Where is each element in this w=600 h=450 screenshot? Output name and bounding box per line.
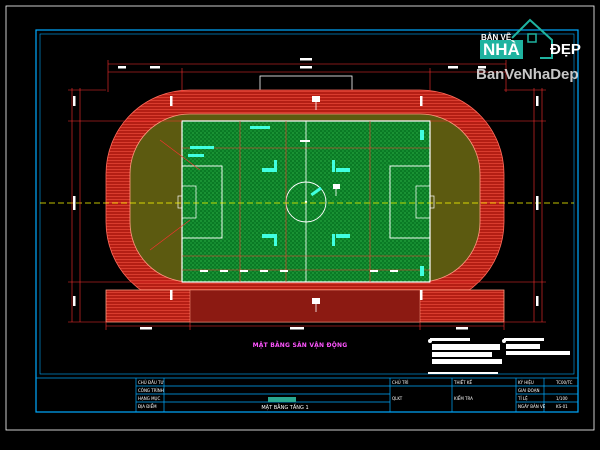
tb-label-phase: GIAI ĐOẠN <box>518 388 540 393</box>
tb-sheet-title: MẶT BẰNG TẦNG 1 <box>261 405 309 411</box>
tb-value-scale: 1/100 <box>556 396 568 401</box>
tb-label-date: NGÀY BẢN VẼ <box>518 404 546 409</box>
left-goal <box>177 195 183 209</box>
tb-label-qlkt: QLKT <box>392 396 403 401</box>
cyan-markers <box>188 126 424 276</box>
tb-value-code: TC00/TC <box>556 380 573 385</box>
tb-label-design: THIẾT KẾ <box>454 380 473 385</box>
watermark-site-name: BanVeNhaDep <box>476 66 579 83</box>
title-block <box>35 377 579 413</box>
light-pole-bottom <box>312 298 320 312</box>
title-block-highlight <box>268 397 296 402</box>
tb-label-check: KIỂM TRA <box>454 396 473 401</box>
tb-label-location: ĐỊA ĐIỂM <box>138 404 157 409</box>
tb-label-project: CÔNG TRÌNH <box>138 388 164 393</box>
watermark-nha: NHÀ <box>480 40 523 59</box>
legend-block <box>428 338 570 374</box>
house-logo-icon <box>511 18 553 59</box>
right-goal <box>429 195 435 209</box>
right-dimension-lines <box>430 88 546 323</box>
left-dimension-text <box>73 96 76 306</box>
top-dimension-lines <box>107 60 507 92</box>
track-labels <box>170 96 423 300</box>
left-dimension-lines <box>68 88 182 323</box>
light-pole-centre <box>333 184 340 196</box>
watermark-dep: ĐẸP <box>550 41 581 58</box>
sheet-inner-frame-2 <box>39 33 575 375</box>
tb-label-scale: TỈ LỆ <box>518 396 528 401</box>
tb-label-code: KÝ HIỆU <box>518 380 534 385</box>
sheet-outer-border <box>5 5 595 431</box>
top-dimension-text <box>118 58 486 69</box>
tb-label-chair: CHỦ TRÌ <box>392 380 409 385</box>
tb-value-sheet: KS-01 <box>556 404 568 409</box>
watermark-ban-ve: BẢN VẼ <box>481 33 512 42</box>
right-dimension-text <box>536 96 539 306</box>
light-pole-top <box>312 96 320 110</box>
tb-label-item: HẠNG MỤC <box>138 396 161 401</box>
bottom-grandstand-inner <box>189 289 421 323</box>
bottom-dimension-text <box>140 327 468 330</box>
bottom-dimension-lines <box>105 322 505 330</box>
centre-spot <box>304 200 308 204</box>
plan-title: MẶT BẰNG SÂN VẬN ĐỘNG <box>252 342 348 349</box>
tb-label-owner: CHỦ ĐẦU TƯ <box>138 380 164 385</box>
